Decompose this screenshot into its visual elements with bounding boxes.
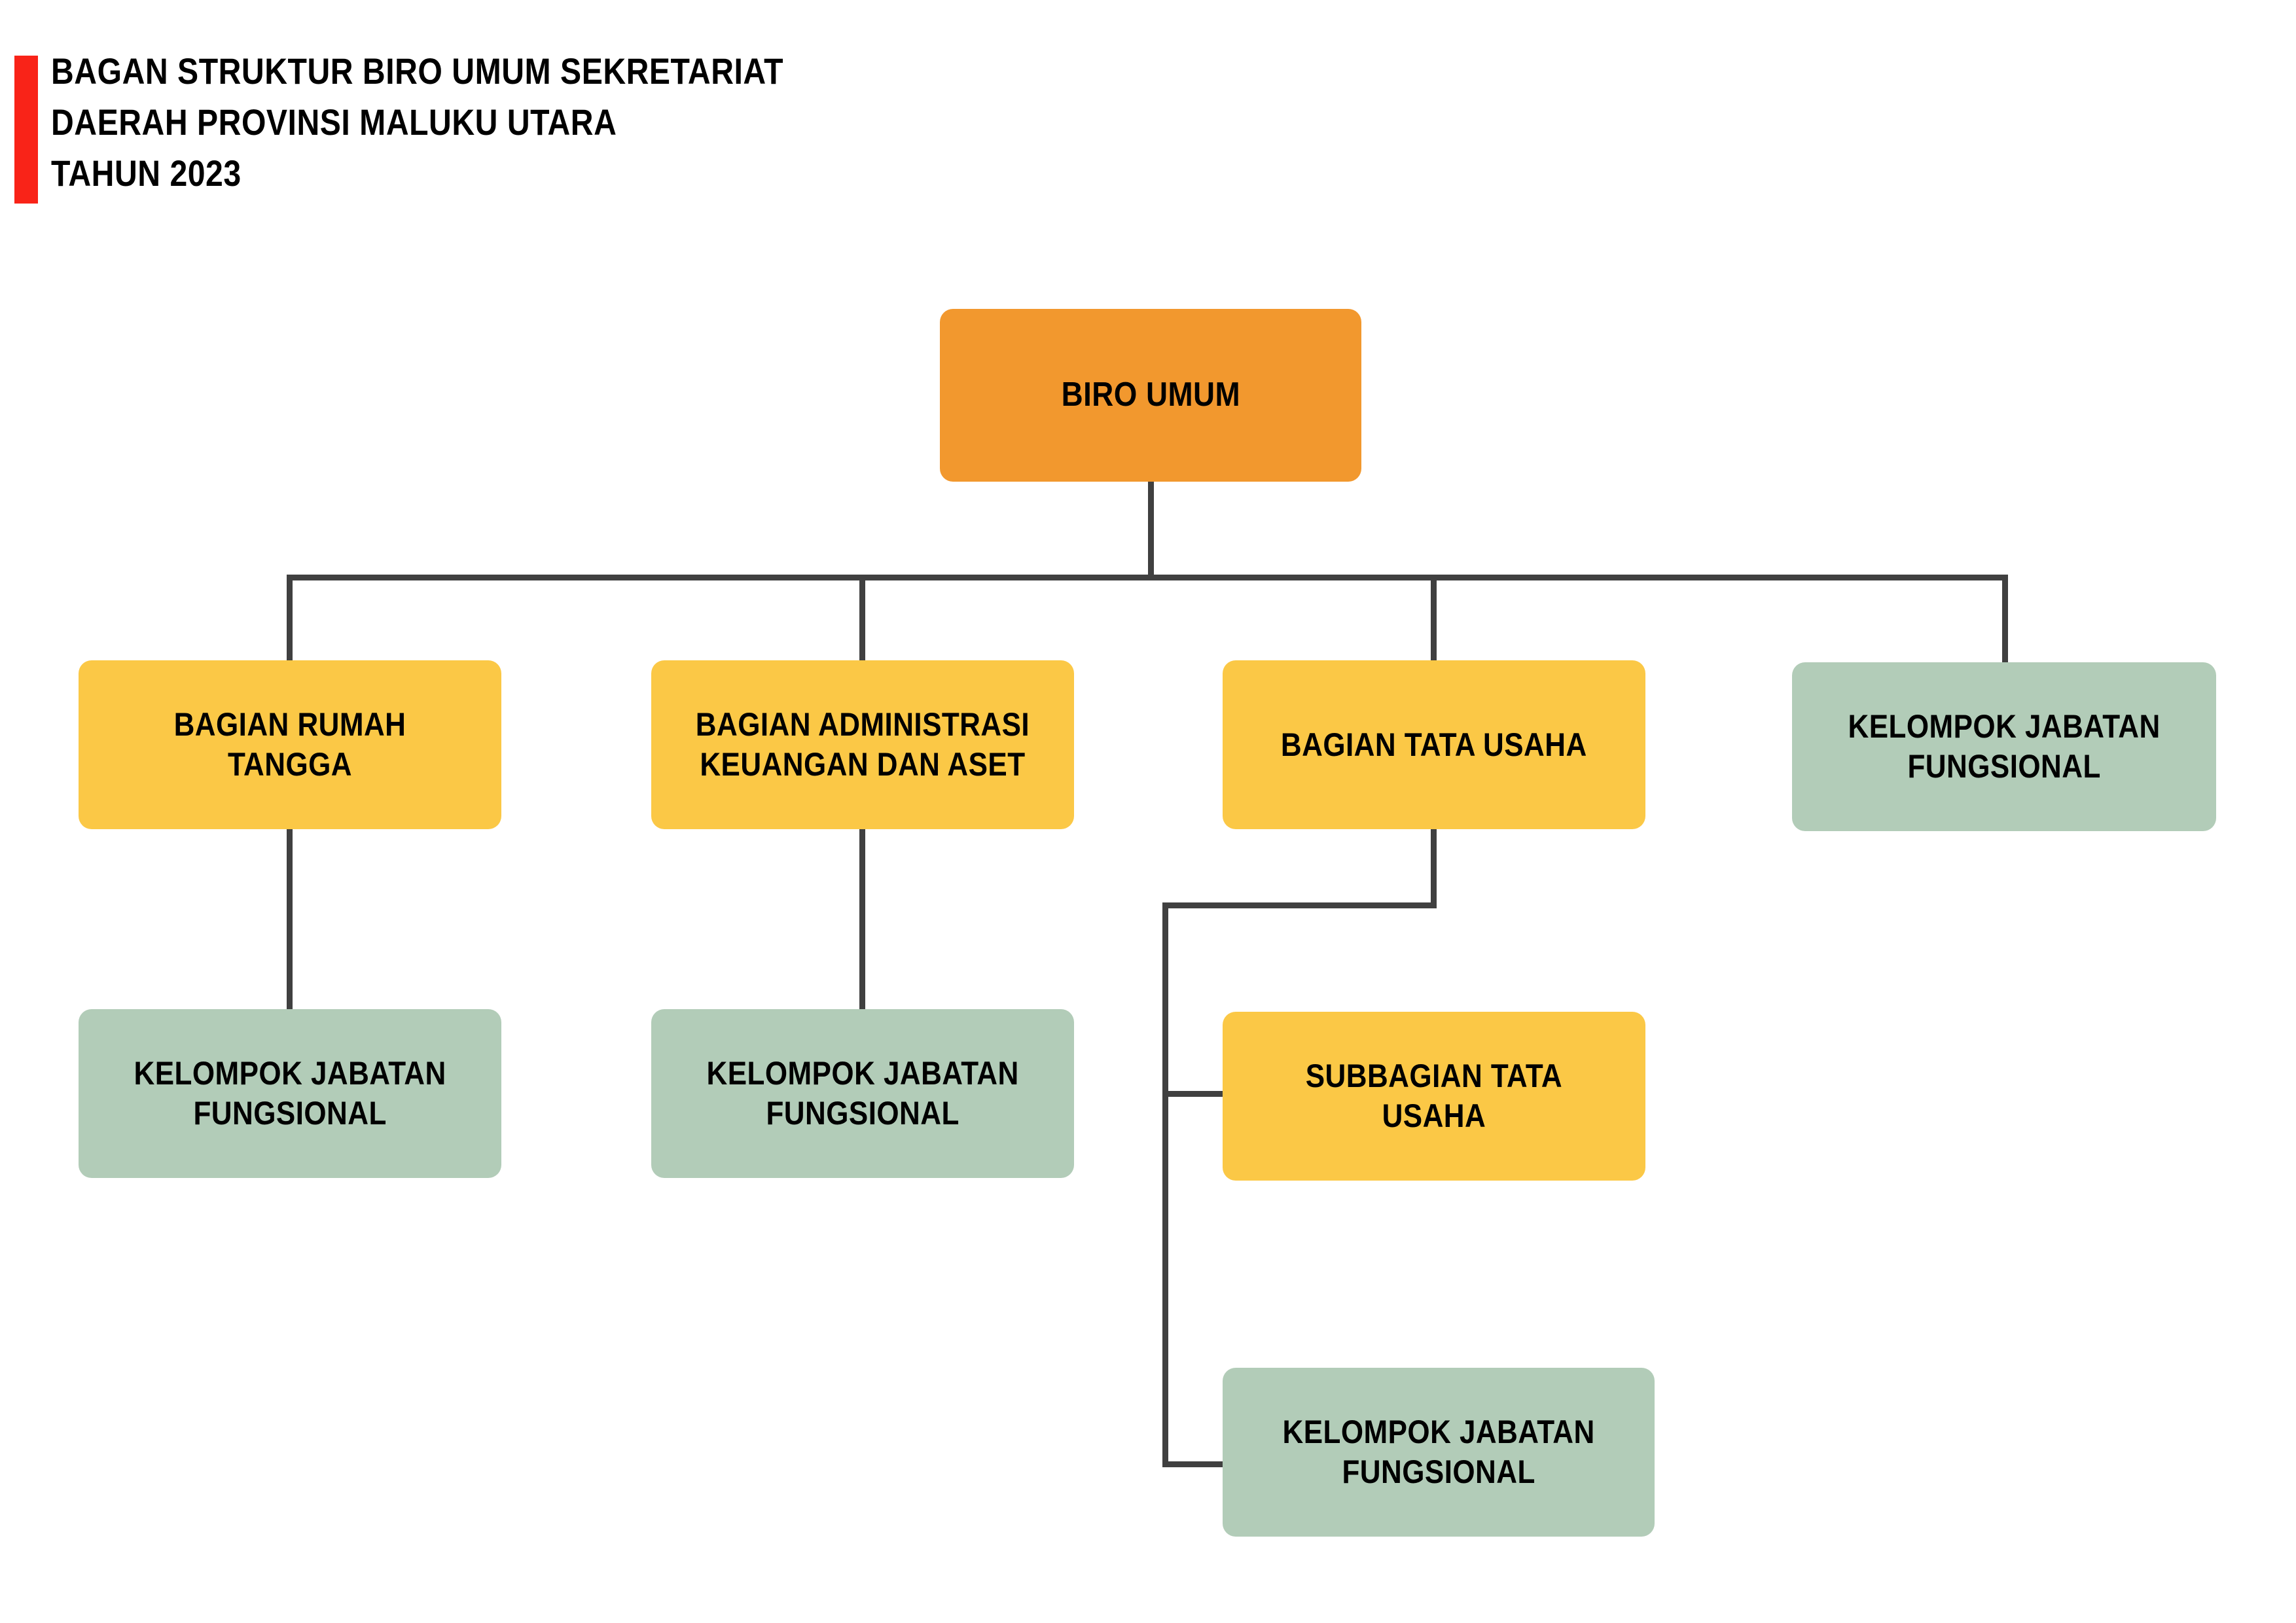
title-line-2: DAERAH PROVINSI MALUKU UTARA	[51, 101, 617, 143]
connector-tata-usaha-stem	[1431, 829, 1437, 908]
node-subbagian-tata-usaha[interactable]: SUBBAGIAN TATA USAHA	[1223, 1012, 1645, 1181]
title-line-3: TAHUN 2023	[51, 152, 242, 194]
node-kelompok-jabatan-fungsional-rumah-tangga-label: KELOMPOK JABATAN FUNGSIONAL	[134, 1055, 446, 1132]
connector-drop-kjf-biro	[2002, 575, 2008, 662]
node-kelompok-jabatan-fungsional-rumah-tangga[interactable]: KELOMPOK JABATAN FUNGSIONAL	[79, 1009, 501, 1178]
node-kelompok-jabatan-fungsional-biro[interactable]: KELOMPOK JABATAN FUNGSIONAL	[1792, 662, 2216, 831]
node-bagian-tata-usaha-label: BAGIAN TATA USAHA	[1281, 726, 1587, 763]
connector-stub-subbagian-tata-usaha	[1162, 1091, 1228, 1097]
connector-drop-adm-keuangan	[859, 575, 865, 660]
connector-rumah-tangga-to-kjf	[287, 829, 293, 1009]
connector-tata-usaha-elbow-horizontal	[1162, 902, 1437, 908]
node-kelompok-jabatan-fungsional-biro-label: KELOMPOK JABATAN FUNGSIONAL	[1848, 708, 2161, 785]
connector-drop-tata-usaha	[1431, 575, 1437, 660]
node-bagian-administrasi-keuangan-dan-aset[interactable]: BAGIAN ADMINISTRASI KEUANGAN DAN ASET	[651, 660, 1074, 829]
chart-title-block: BAGAN STRUKTUR BIRO UMUM SEKRETARIAT DAE…	[0, 46, 982, 216]
node-kelompok-jabatan-fungsional-tata-usaha[interactable]: KELOMPOK JABATAN FUNGSIONAL	[1223, 1368, 1655, 1537]
node-bagian-rumah-tangga-label: BAGIAN RUMAH TANGGA	[173, 706, 406, 783]
node-biro-umum[interactable]: BIRO UMUM	[940, 309, 1361, 482]
node-bagian-tata-usaha[interactable]: BAGIAN TATA USAHA	[1223, 660, 1645, 829]
title-line-1: BAGAN STRUKTUR BIRO UMUM SEKRETARIAT	[51, 50, 784, 92]
title-accent-bar	[14, 56, 38, 204]
connector-adm-keuangan-to-kjf	[859, 829, 865, 1009]
node-biro-umum-label: BIRO UMUM	[1061, 376, 1240, 414]
node-kelompok-jabatan-fungsional-tata-usaha-label: KELOMPOK JABATAN FUNGSIONAL	[1282, 1414, 1595, 1490]
connector-stub-kjf-tata-usaha	[1162, 1461, 1228, 1467]
connector-tata-usaha-spine	[1162, 902, 1168, 1467]
node-kelompok-jabatan-fungsional-keuangan[interactable]: KELOMPOK JABATAN FUNGSIONAL	[651, 1009, 1074, 1178]
connector-root-stem	[1148, 481, 1154, 580]
node-kelompok-jabatan-fungsional-keuangan-label: KELOMPOK JABATAN FUNGSIONAL	[706, 1055, 1019, 1132]
connector-drop-rumah-tangga	[287, 575, 293, 660]
connector-root-bus	[287, 575, 2008, 580]
node-bagian-administrasi-keuangan-dan-aset-label: BAGIAN ADMINISTRASI KEUANGAN DAN ASET	[695, 706, 1030, 783]
page-title: BAGAN STRUKTUR BIRO UMUM SEKRETARIAT DAE…	[51, 46, 967, 199]
node-subbagian-tata-usaha-label: SUBBAGIAN TATA USAHA	[1305, 1058, 1563, 1134]
node-bagian-rumah-tangga[interactable]: BAGIAN RUMAH TANGGA	[79, 660, 501, 829]
